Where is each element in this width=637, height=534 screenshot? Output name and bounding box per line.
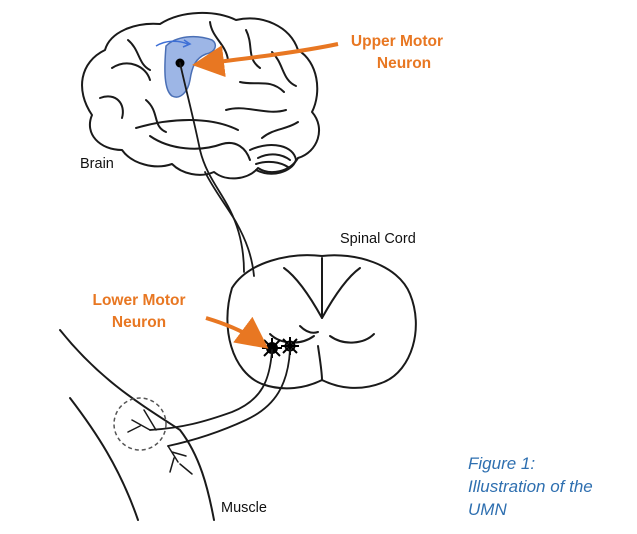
figure-caption: Figure 1: Illustration of the UMN	[468, 452, 636, 521]
lower-motor-neuron-label-line2: Neuron	[112, 314, 166, 331]
nerve-ending	[168, 446, 192, 474]
brain-sulcus	[246, 30, 260, 68]
lower-motor-neuron-label-line1: Lower Motor	[93, 292, 186, 309]
spinal-cord-illustration	[227, 255, 415, 388]
caption-line: UMN	[468, 498, 636, 521]
brain-sulcus	[100, 96, 123, 118]
muscle-outline	[70, 398, 138, 520]
cerebellum-fold	[258, 154, 290, 160]
upper-motor-neuron-label-line2: Neuron	[377, 55, 431, 72]
lower-motor-neuron-arrow	[206, 318, 262, 344]
caption-line: Figure 1:	[468, 452, 636, 475]
lateral-fissure	[136, 120, 238, 130]
brain-label: Brain	[80, 156, 114, 172]
caption-line: Illustration of the	[468, 475, 636, 498]
motor-cortex-highlight	[165, 37, 215, 97]
muscle-label: Muscle	[221, 500, 267, 516]
spinal-cord-tract	[300, 326, 318, 333]
anterior-median-fissure	[318, 346, 322, 380]
upper-motor-neuron-label-line1: Upper Motor	[351, 33, 443, 50]
upper-motor-neuron-arrow	[200, 44, 338, 64]
spinal-cord-label: Spinal Cord	[340, 231, 416, 247]
brain-sulcus	[272, 52, 296, 86]
brain-sulcus	[240, 82, 284, 92]
brain-sulcus	[146, 100, 166, 132]
brain-sulcus	[262, 122, 298, 138]
nerve-ending	[128, 410, 156, 432]
lower-motor-axon	[150, 350, 290, 446]
upper-motor-axon	[180, 63, 254, 276]
cerebellum-fold	[256, 162, 288, 167]
brain-sulcus	[226, 108, 286, 111]
